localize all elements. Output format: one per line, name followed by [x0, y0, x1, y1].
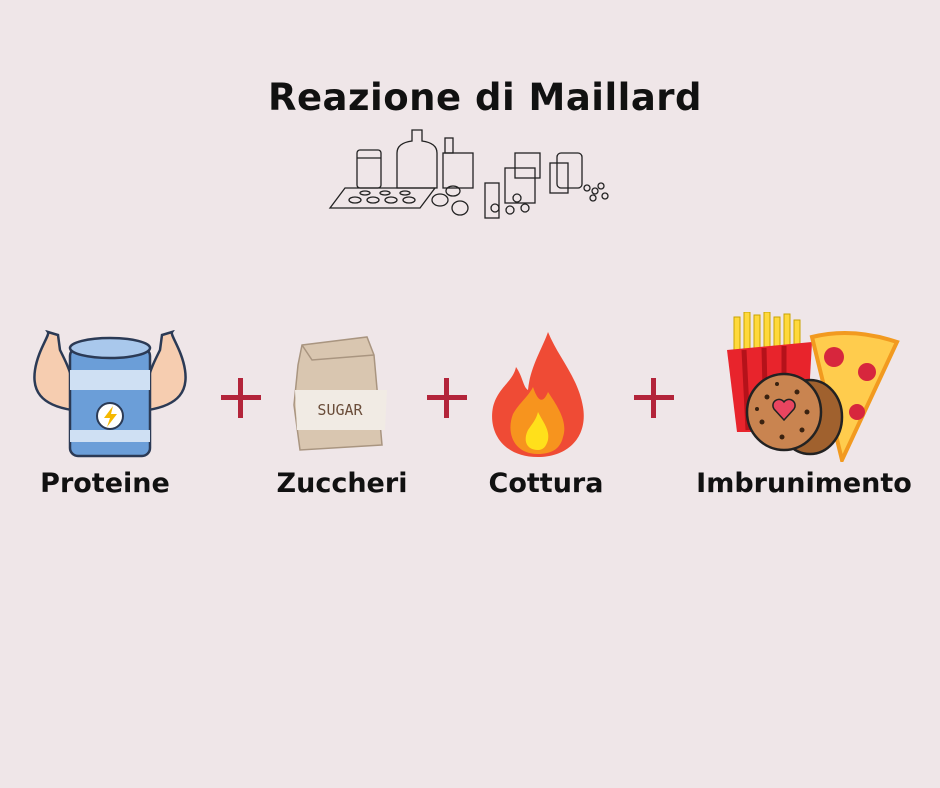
step-label-zuccheri: Zuccheri	[276, 468, 408, 499]
plus-sign	[634, 378, 674, 418]
page-title: Reazione di Maillard	[267, 76, 703, 119]
plus-sign	[427, 378, 467, 418]
step-label-imbrunimento: Imbrunimento	[696, 468, 912, 499]
browned-food-icon	[727, 312, 900, 462]
step-label-proteine: Proteine	[40, 468, 170, 499]
sugar-label: SUGAR	[317, 401, 363, 419]
plus-sign	[221, 378, 261, 418]
sugar-bag-icon: SUGAR	[293, 336, 387, 451]
protein-jar-icon	[33, 330, 187, 458]
flame-icon	[492, 332, 584, 457]
step-label-cottura: Cottura	[488, 468, 604, 499]
pantry-sketch-icon	[328, 129, 609, 219]
